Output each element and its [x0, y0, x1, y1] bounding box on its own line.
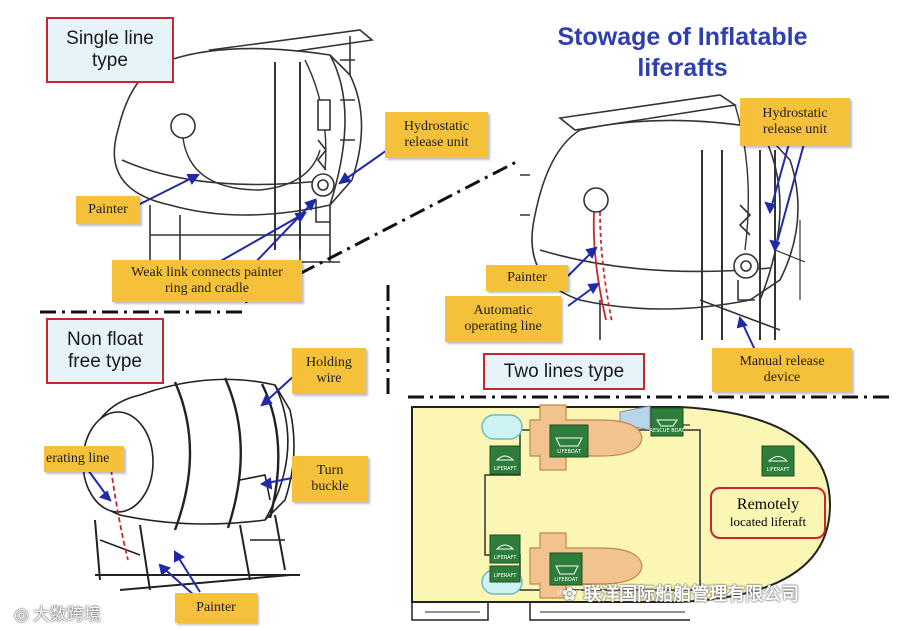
remotely-line-b: located liferaft: [729, 513, 807, 529]
weibo-icon: ◎: [14, 605, 29, 625]
lifeboat-3-text: LIFEBOAT: [557, 590, 582, 596]
hydrostatic-label-1: Hydrostatic release unit: [385, 112, 488, 158]
automatic-b: operating line: [464, 319, 542, 334]
hydrostatic-1-b: release unit: [404, 135, 469, 150]
turn-buckle-label: Turn buckle: [292, 456, 368, 502]
rescue-boat-sign: [650, 407, 684, 437]
single-line-type-line2: type: [92, 50, 128, 71]
liferaft-4-text: LIFERAFT: [494, 573, 518, 579]
holding-b: wire: [316, 371, 342, 386]
single-line-type-box: Single line type: [46, 17, 174, 83]
page-title: Stowage of Inflatable liferafts: [535, 22, 830, 83]
holding-a: Holding: [306, 354, 352, 370]
liferaft-2-text: LIFERAFT: [494, 555, 518, 561]
rescue-boat-text: RESCUE BOAT: [650, 428, 686, 434]
manual-a: Manual release: [739, 353, 825, 369]
dash-dot-separators: [40, 158, 890, 399]
two-lines-red-lines: [592, 211, 613, 323]
two-lines-type-box: Two lines type: [483, 353, 645, 390]
lifeboat-2-text: LIFEBOAT: [554, 577, 579, 583]
manual-b: device: [763, 370, 801, 385]
operating-line-label: erating line: [44, 446, 124, 472]
hydrostatic-2-a: Hydrostatic: [762, 105, 828, 121]
remotely-line-a: Remotely: [736, 496, 800, 514]
single-line-arrows: [137, 147, 391, 269]
single-line-type-line1: Single line: [66, 28, 154, 50]
liferaft-3-text: LIFERAFT: [767, 467, 791, 473]
lifeboat-1-text: LIFEBOAT: [557, 449, 582, 455]
title-line-2: liferafts: [637, 53, 728, 82]
single-line-liferaft-drawing: [113, 29, 374, 263]
remote-liferaft-sign: [761, 445, 795, 477]
automatic-a: Automatic: [473, 302, 533, 318]
watermark-right-text: 联洋国际船舶管理有限公司: [583, 584, 800, 605]
turn-a: Turn: [316, 462, 344, 478]
non-float-type-box: Non float free type: [46, 318, 164, 384]
liferaft-sign-4: [489, 565, 521, 583]
painter-label-2: Painter: [486, 265, 568, 291]
non-float-type-line1: Non float: [66, 329, 144, 351]
remotely-located-liferaft-box: Remotely located liferaft: [710, 487, 826, 539]
hydrostatic-1-a: Hydrostatic: [403, 118, 470, 134]
watermark-right: ✿联洋国际船舶管理有限公司: [562, 580, 799, 606]
hydrostatic-2-b: release unit: [762, 122, 828, 137]
title-line-1: Stowage of Inflatable: [557, 23, 808, 51]
liferaft-capsule-top: [481, 414, 523, 440]
watermark-left-text: 大数跨境: [32, 605, 101, 625]
non-float-type-line2: free type: [68, 351, 142, 372]
two-lines-liferaft-drawing: [520, 94, 806, 340]
painter-label-1: Painter: [76, 196, 140, 224]
ship-plan: LIFEBOAT LIFERAFT LIFERAFT LIFEBOAT RESC…: [411, 404, 832, 621]
weak-link-b: ring and cradle: [165, 281, 249, 296]
non-float-red-line: [109, 461, 129, 561]
non-float-arrows: [87, 374, 296, 597]
turn-b: buckle: [311, 479, 349, 494]
weak-link-label: Weak link connects painter ring and crad…: [112, 260, 302, 302]
wechat-icon: ✿: [562, 584, 578, 605]
weak-link-a: Weak link connects painter: [131, 264, 283, 280]
painter-label-3: Painter: [175, 593, 257, 623]
liferaft-1-text: LIFERAFT: [494, 466, 518, 472]
hydrostatic-label-2: Hydrostatic release unit: [740, 98, 850, 146]
two-lines-arrows: [567, 139, 806, 351]
holding-wire-label: Holding wire: [292, 348, 366, 394]
automatic-operating-line-label: Automatic operating line: [445, 296, 561, 342]
watermark-left: ◎大数跨境: [14, 600, 101, 625]
manual-release-label: Manual release device: [712, 348, 852, 392]
lifeboat-sign-1: [549, 424, 589, 458]
